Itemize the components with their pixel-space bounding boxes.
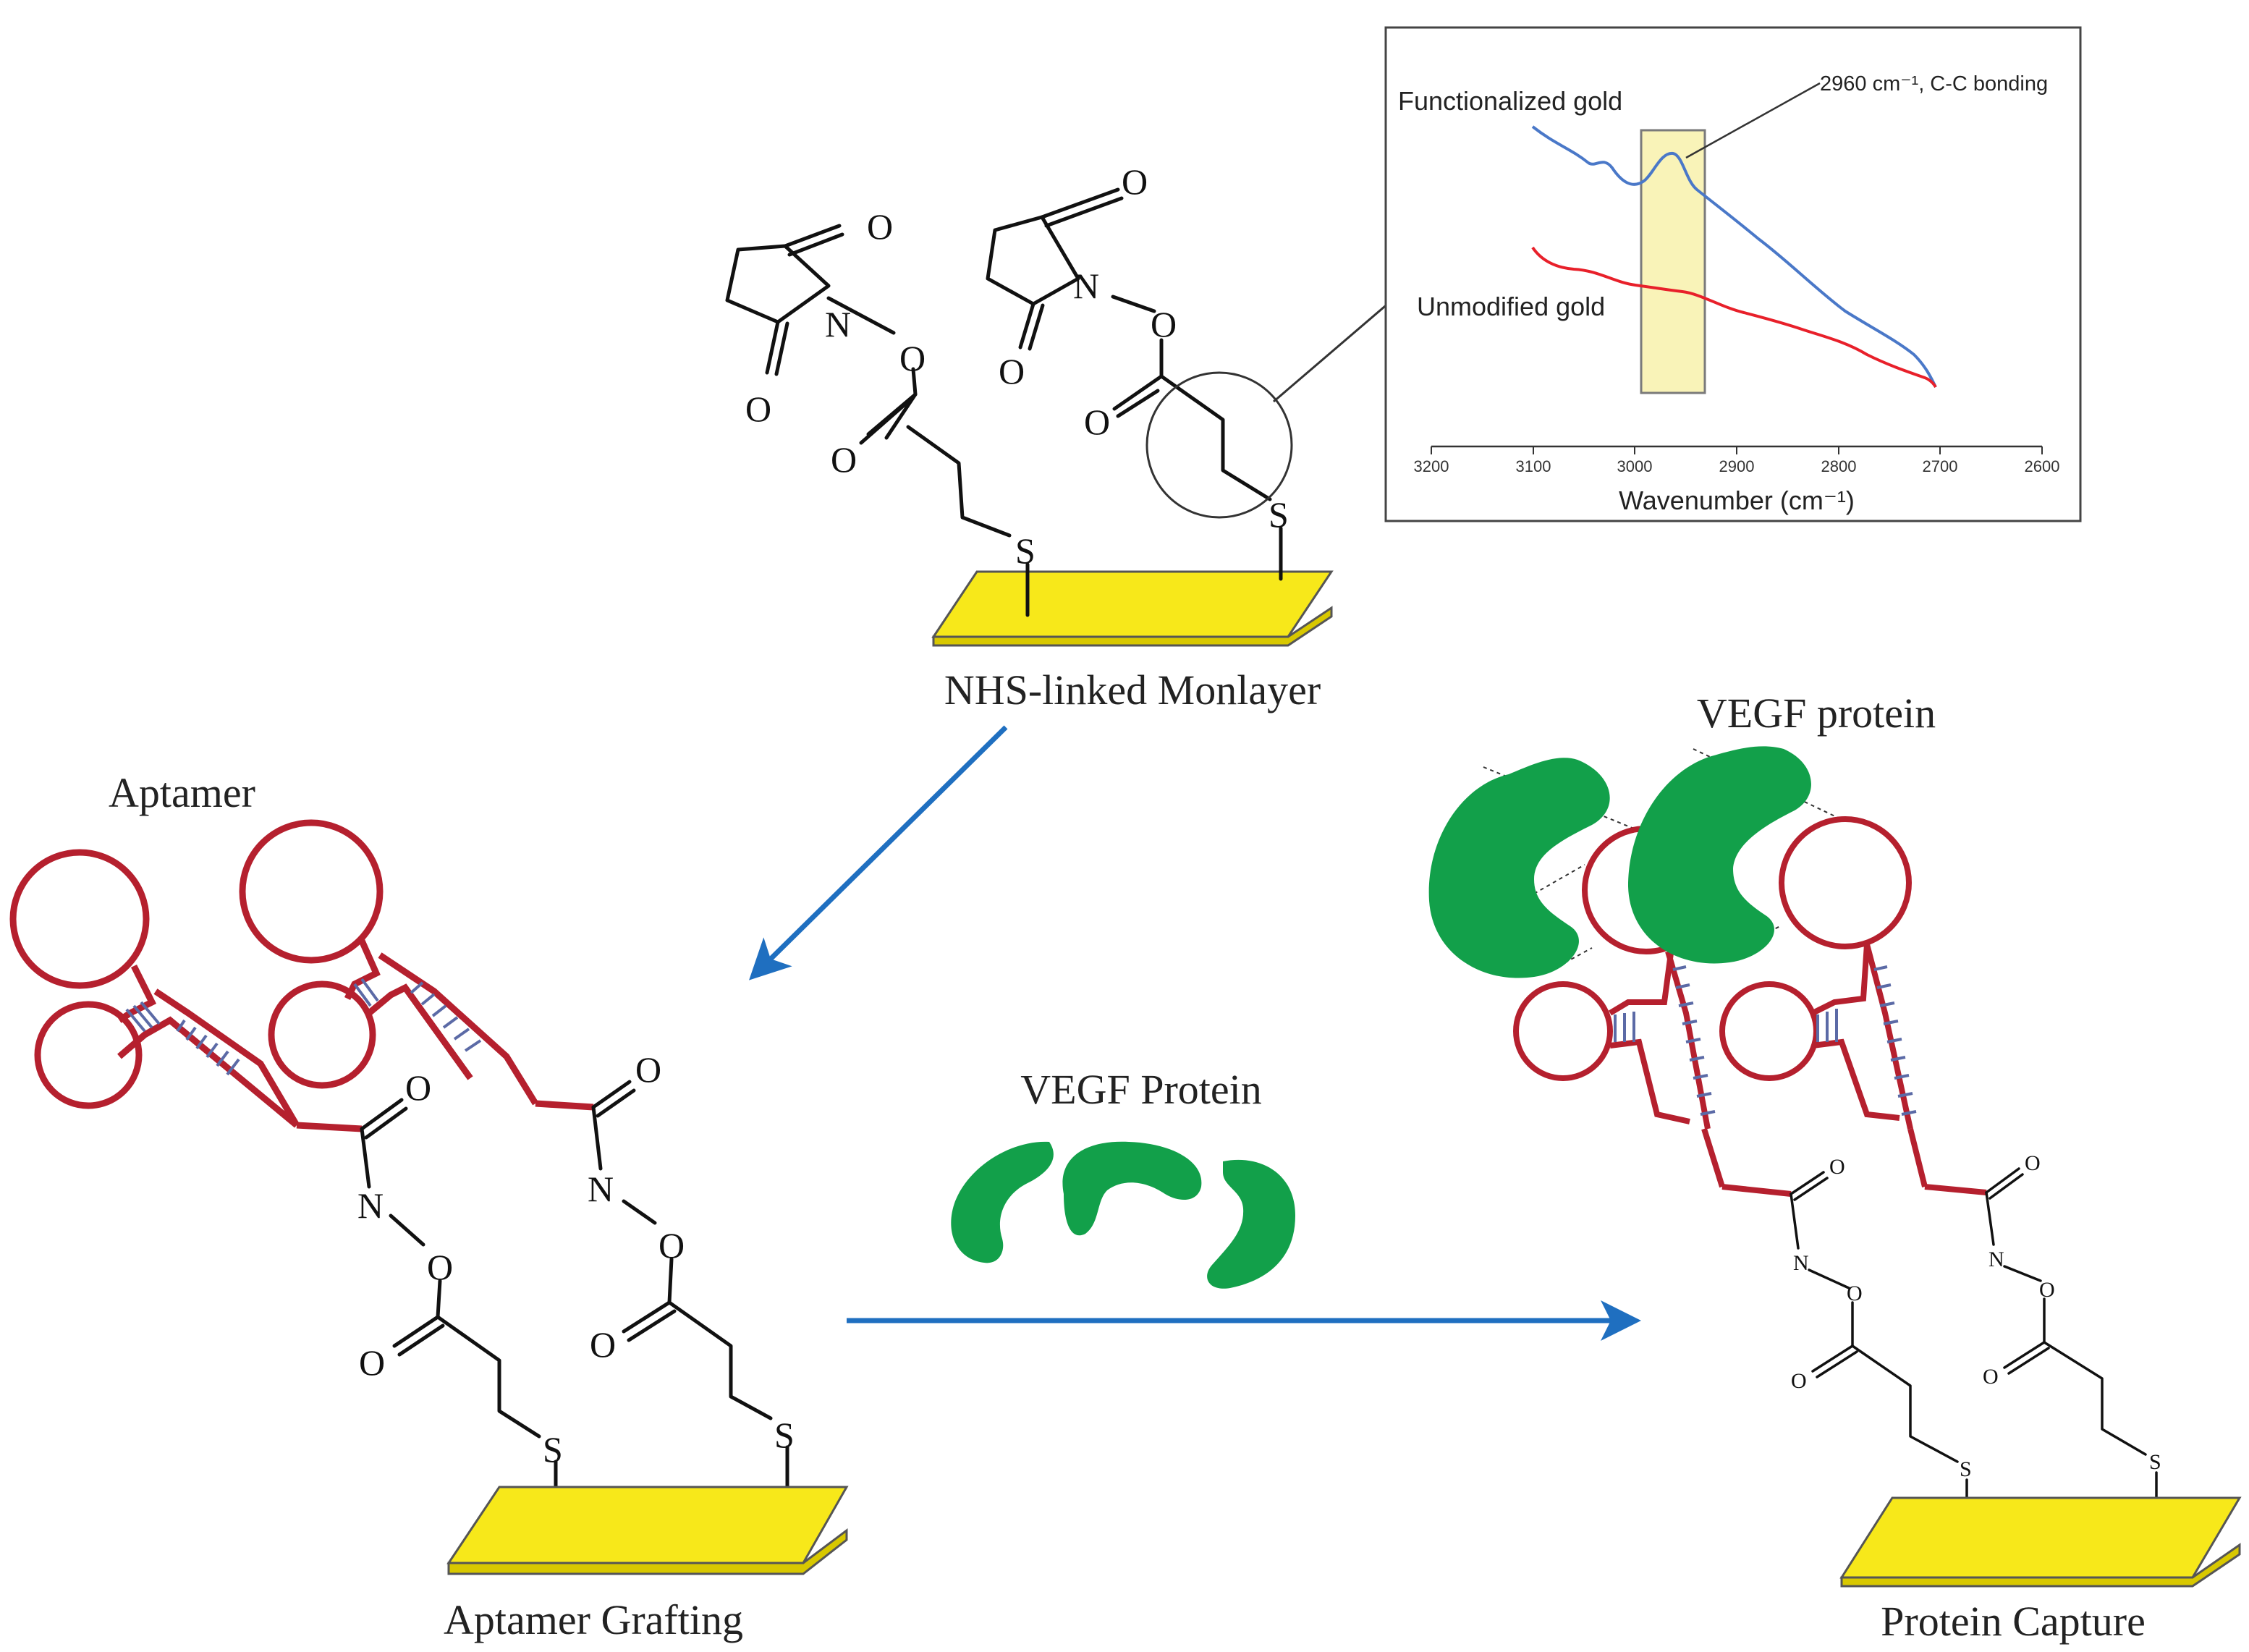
- atom-o: O: [427, 1247, 453, 1287]
- atom-s: S: [543, 1429, 563, 1470]
- atom-o: O: [1829, 1155, 1845, 1179]
- linker-3: O N O O S: [1790, 1155, 1972, 1532]
- atom-o: O: [831, 439, 857, 480]
- vegf-monomer-1: [951, 1141, 1054, 1263]
- annotation-leader: [1685, 82, 1821, 159]
- atom-o: O: [2039, 1278, 2055, 1302]
- highlight-band: [1640, 129, 1706, 394]
- free-vegf-group: VEGF Protein: [951, 1066, 1295, 1289]
- linker-2: O N O O S: [588, 1049, 795, 1504]
- capture-label: Protein Capture: [1881, 1598, 2146, 1645]
- vegf-monomer-3: [1207, 1159, 1295, 1289]
- atom-s: S: [2149, 1450, 2161, 1474]
- ftir-inset: Functionalized gold Unmodified gold 2960…: [1384, 26, 2082, 522]
- atom-s: S: [1015, 530, 1035, 571]
- atom-o: O: [359, 1342, 385, 1383]
- atom-s: S: [1960, 1457, 1972, 1481]
- aptamer-4: [1719, 816, 1987, 1195]
- monolayer-label: NHS-linked Monlayer: [944, 666, 1321, 713]
- atom-o: O: [2025, 1151, 2041, 1175]
- linker-4: O N O O S: [1983, 1151, 2161, 1528]
- x-axis-ticks: [1431, 446, 2043, 454]
- atom-o: O: [1791, 1369, 1807, 1393]
- atom-s: S: [774, 1415, 795, 1455]
- atom-o: O: [658, 1225, 685, 1266]
- functionalized-gold-label: Functionalized gold: [1398, 86, 1622, 116]
- atom-o: O: [1084, 402, 1110, 442]
- capture-panel: VEGF protein: [1428, 690, 2242, 1645]
- vegf-bound-label: VEGF protein: [1697, 690, 1936, 737]
- grafting-panel: Aptamer: [9, 769, 849, 1643]
- atom-n: N: [588, 1169, 614, 1209]
- x-tick-label: 2800: [1821, 457, 1857, 475]
- gold-substrate-right: [1839, 1496, 2242, 1588]
- linker-1: O N O O S: [296, 1067, 563, 1522]
- monolayer-panel: O N O O O S O N O O O S: [725, 161, 1390, 713]
- vegf-monomer-2: [1062, 1141, 1202, 1236]
- atom-o: O: [999, 351, 1025, 391]
- atom-o: O: [899, 338, 926, 378]
- x-axis-label: Wavenumber (cm⁻¹): [1619, 486, 1855, 515]
- gold-substrate-top: [931, 570, 1334, 647]
- unmodified-gold-label: Unmodified gold: [1417, 292, 1605, 321]
- functionalized-gold-curve: [1531, 125, 1937, 388]
- x-tick-label: 2600: [2025, 457, 2060, 475]
- vegf-bound-2: [1628, 746, 1811, 964]
- atom-n: N: [1073, 266, 1099, 306]
- atom-o: O: [590, 1324, 616, 1365]
- unmodified-gold-curve: [1531, 246, 1937, 389]
- zoom-leader-line: [1273, 301, 1390, 403]
- atom-n: N: [1793, 1251, 1809, 1275]
- atom-o: O: [405, 1067, 431, 1108]
- atom-o: O: [1122, 161, 1148, 202]
- atom-n: N: [825, 304, 851, 344]
- grafting-label: Aptamer Grafting: [444, 1596, 743, 1643]
- zoom-circle: [1145, 371, 1293, 519]
- vegf-protein-label: VEGF Protein: [1020, 1066, 1262, 1113]
- atom-o: O: [867, 206, 893, 247]
- aptamer-1: [9, 849, 300, 1128]
- aptamer-2: [239, 819, 594, 1111]
- aptamer-label: Aptamer: [109, 769, 255, 816]
- x-tick-label: 2700: [1923, 457, 1958, 475]
- x-tick-label: 2900: [1719, 457, 1755, 475]
- atom-n: N: [1988, 1248, 2004, 1271]
- atom-o: O: [1983, 1365, 1999, 1389]
- atom-o: O: [745, 389, 771, 429]
- gold-substrate-left: [446, 1486, 849, 1575]
- x-tick-label: 3100: [1516, 457, 1551, 475]
- atom-s: S: [1268, 494, 1289, 535]
- peak-annotation: 2960 cm⁻¹, C-C bonding: [1820, 72, 2048, 96]
- x-tick-label: 3200: [1414, 457, 1449, 475]
- arrow-to-grafting: [749, 725, 1008, 980]
- atom-o: O: [1847, 1282, 1863, 1305]
- vegf-bound-1: [1428, 758, 1610, 978]
- nhs-ester-molecule-2: O N O O O S: [986, 161, 1289, 581]
- atom-o: O: [635, 1049, 661, 1090]
- atom-n: N: [357, 1185, 384, 1226]
- x-tick-label: 3000: [1617, 457, 1653, 475]
- atom-o: O: [1151, 304, 1177, 344]
- inset-frame: [1384, 26, 2082, 522]
- nhs-ester-molecule-1: O N O O O S: [725, 206, 1035, 617]
